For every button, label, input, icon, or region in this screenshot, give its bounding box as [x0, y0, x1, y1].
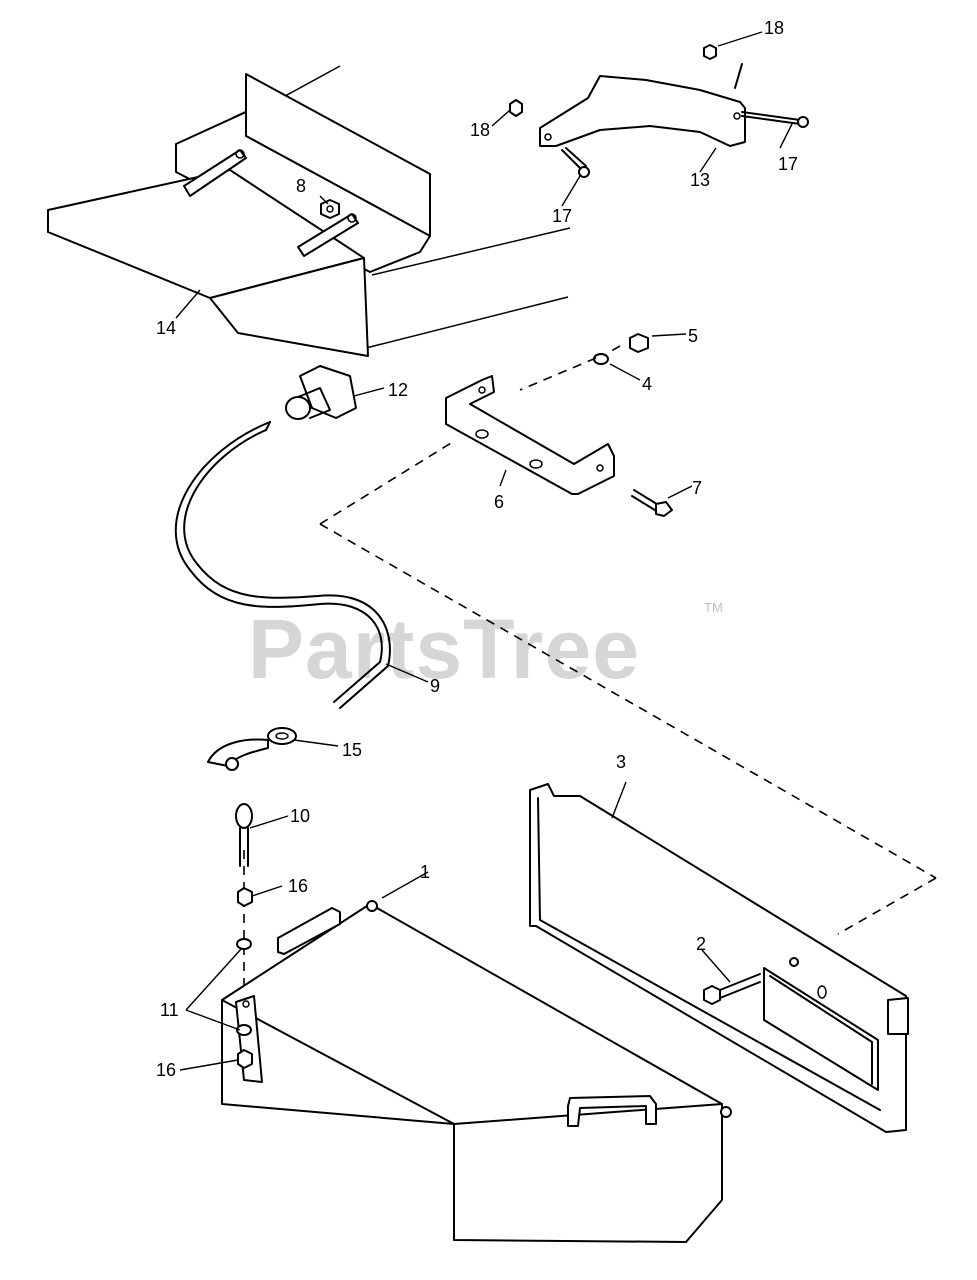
callout-18-left: 18: [470, 120, 490, 140]
callout-14: 14: [156, 318, 176, 338]
leader-lines: [175, 31, 793, 1071]
part-13-bracket: [539, 63, 746, 147]
callouts: 1 2 3 4 5 6 7 8 9 10 11 12 13 14 15 16 1…: [156, 18, 798, 1080]
part-5-nut: [629, 333, 649, 353]
callout-13: 13: [690, 170, 710, 190]
part-12-knob: [285, 365, 357, 420]
callout-11: 11: [160, 1000, 179, 1020]
callout-4: 4: [642, 374, 652, 394]
part-11-washer-lower: [236, 1024, 252, 1036]
callout-7: 7: [692, 478, 702, 498]
callout-16-lower: 16: [156, 1060, 176, 1080]
part-18-nuts: [509, 44, 717, 117]
watermark: PartsTree TM: [248, 600, 723, 696]
callout-15: 15: [342, 740, 362, 760]
part-15-snap-hook: [207, 727, 297, 771]
part-17-screws: [561, 111, 809, 178]
part-16-nut-upper: [237, 887, 253, 907]
callout-10: 10: [290, 806, 310, 826]
callout-12: 12: [388, 380, 408, 400]
part-8-nut: [320, 199, 340, 219]
part-16-nut-lower: [237, 1049, 253, 1069]
callout-9: 9: [430, 676, 440, 696]
callout-8: 8: [296, 176, 306, 196]
watermark-text: PartsTree: [248, 602, 640, 696]
callout-3: 3: [616, 752, 626, 772]
callout-2: 2: [696, 934, 706, 954]
part-9-rod: [174, 421, 391, 709]
callout-5: 5: [688, 326, 698, 346]
part-14-deflector: [47, 73, 431, 357]
callout-6: 6: [494, 492, 504, 512]
part-4-washer: [593, 353, 609, 365]
part-10-eye-bolt: [235, 803, 253, 867]
part-3-bracket-plate: [529, 783, 909, 1133]
watermark-trademark: TM: [704, 600, 723, 615]
callout-18-top: 18: [764, 18, 784, 38]
alignment-lines: [243, 345, 937, 1000]
part-2-bolt: [703, 957, 799, 1005]
callout-17-left: 17: [552, 206, 572, 226]
callout-16-upper: 16: [288, 876, 308, 896]
callout-1: 1: [420, 862, 430, 882]
part-11-washer-upper: [236, 938, 252, 950]
part-6-bracket: [445, 375, 615, 495]
callout-17-right: 17: [778, 154, 798, 174]
part-7-bolt: [631, 489, 673, 517]
